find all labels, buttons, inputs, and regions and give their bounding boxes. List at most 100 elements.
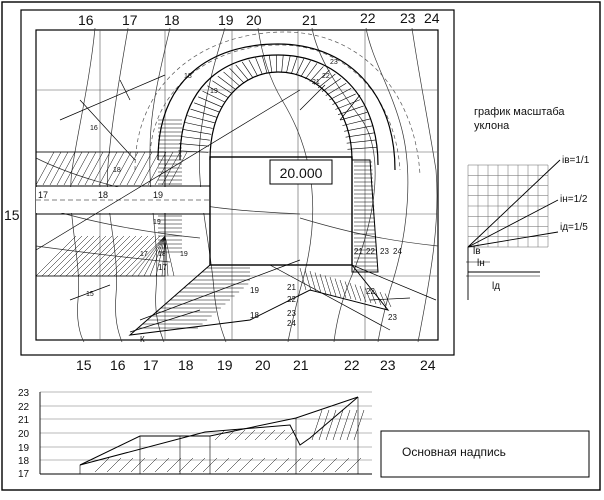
legend-title: уклона [474,120,510,132]
bottom-label: 18 [178,357,194,373]
slope-scale-legend: график масштаба уклона iв=1/1 iн=1/2 iд=… [466,106,590,300]
lower-fill-wedge [128,264,392,336]
band-labels: 17 18 19 [38,190,163,200]
arc-label: 22 [322,73,330,80]
slope-arc [157,43,396,171]
top-grid-labels: 16 17 18 19 20 21 22 23 24 [78,10,440,28]
bottom-label: 16 [110,357,126,373]
profile-view: 23 22 21 20 19 18 17 [18,388,372,480]
plan-frame [20,9,455,356]
bottom-label: 21 [293,357,309,373]
left-band [36,185,210,215]
slope-label-n: iн=1/2 [560,194,588,205]
profile-lines [79,396,359,474]
top-label: 23 [400,10,416,26]
slope-label: 15 [86,291,94,298]
slope-label: 19 [153,219,161,226]
band-label: 18 [98,190,108,200]
slope-labels-left: 18 19 17 18 19 16 15 [86,125,188,298]
top-label: 17 [122,12,138,28]
right-labels: 21 22 23 24 [354,247,402,256]
plan-grid [36,30,438,340]
slope-label-v: iв=1/1 [562,155,590,166]
bottom-label: 23 [380,357,396,373]
profile-y-label: 20 [18,429,30,440]
profile-y-label: 21 [18,415,30,426]
legend-grid [467,164,549,248]
arc-label: 21 [312,79,320,86]
lower-label: 17 [158,263,167,272]
left-edge-label: 15 [4,207,20,223]
arc-labels: 18 19 23 21 22 [184,59,338,95]
slope-label-d: iд=1/5 [560,222,588,233]
profile-y-label: 19 [18,443,30,454]
lower-labels: 21 22 23 24 19 18 17 22 23 [158,263,397,328]
slope-label: 18 [158,251,166,258]
plan-view: 20.000 16 17 [4,9,455,373]
bottom-label: 17 [143,357,159,373]
bottom-label: 24 [420,357,436,373]
bottom-label: 19 [217,357,233,373]
construction-lines [35,74,437,333]
lower-label: 18 [250,311,259,320]
right-label: 21 [354,247,363,256]
grid-frame [35,29,439,341]
top-label: 20 [246,12,262,28]
slope-label: 17 [140,251,148,258]
right-label: 24 [393,247,402,256]
left-cut-region [35,151,188,277]
lower-label: 22 [287,295,296,304]
slope-hatching [158,55,378,253]
platform: 20.000 [209,156,353,266]
band-label: 19 [153,190,163,200]
contour-lines [35,27,439,343]
arc-label: 19 [210,88,218,95]
arc-label: 23 [330,59,338,66]
right-fill-band [351,159,379,273]
slope-label: 16 [90,125,98,132]
top-label: 18 [164,12,180,28]
lower-label: 19 [250,286,259,295]
slope-label: 19 [180,251,188,258]
band-label: 17 [38,190,48,200]
top-label: 16 [78,12,94,28]
platform-mark: 20.000 [280,165,323,181]
dashed-arcs [134,31,421,176]
legend-title: график масштаба [474,106,565,118]
profile-y-label: 18 [18,456,30,467]
profile-hatching [94,409,365,473]
lower-label: 23 [287,309,296,318]
base-label-n: lн [477,258,485,269]
profile-rows [40,391,372,461]
base-label-v: lв [473,246,481,257]
right-label: 23 [380,247,389,256]
legend-rays [467,159,561,300]
bottom-label: 22 [344,357,360,373]
top-label: 22 [360,10,376,26]
lower-label: 22 [366,287,375,296]
title-block-label: Основная надпись [402,445,506,459]
sheet-frame [1,1,601,491]
bottom-grid-labels: 15 16 17 18 19 20 21 22 23 24 [76,357,436,373]
base-label-d: lд [492,281,500,292]
top-label: 19 [218,12,234,28]
bottom-label: 20 [255,357,271,373]
platform-mark-box [269,159,333,185]
lower-label: 24 [287,319,296,328]
title-block: Основная надпись [380,430,590,478]
profile-y-label: 23 [18,388,30,399]
lower-label: 21 [287,283,296,292]
profile-y-label: 22 [18,402,30,413]
right-label: 22 [366,247,375,256]
lower-left-label: К [140,335,145,344]
bottom-label: 15 [76,357,92,373]
top-label: 21 [302,12,318,28]
profile-y-label: 17 [18,469,30,480]
top-label: 24 [424,10,440,26]
slope-label: 18 [113,167,121,174]
arc-label: 18 [184,73,192,80]
profile-y-labels: 23 22 21 20 19 18 17 [18,388,30,480]
lower-label: 23 [388,313,397,322]
